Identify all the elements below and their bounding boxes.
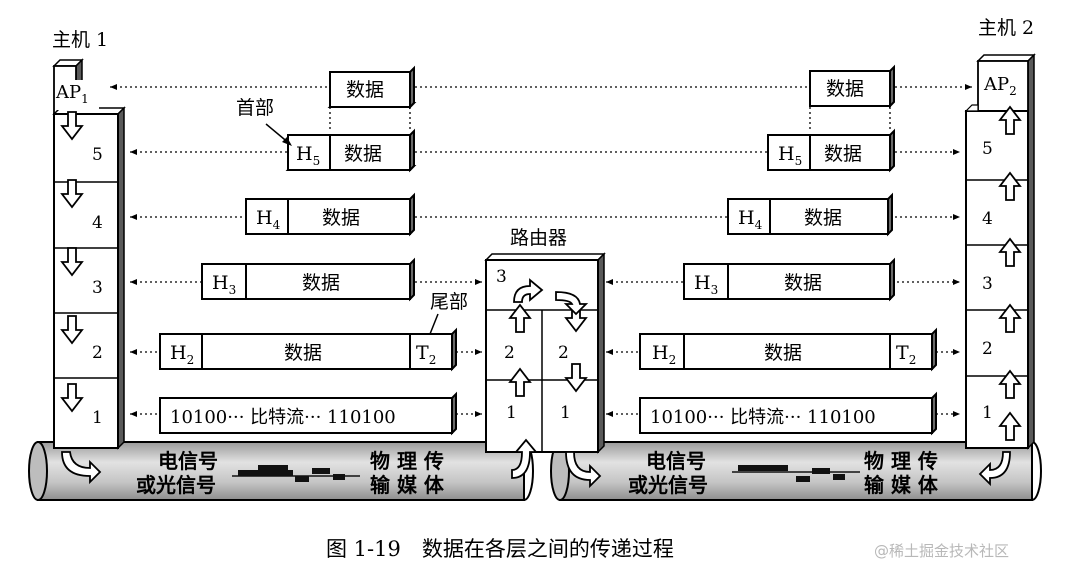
router-stack bbox=[484, 252, 606, 454]
left-l2-data: 数据 bbox=[284, 342, 322, 364]
right-h5: H5 bbox=[778, 143, 802, 168]
host1-title: 主机 1 bbox=[52, 29, 108, 51]
host2-layer-3: 3 bbox=[982, 274, 993, 294]
router-layer-1-left: 1 bbox=[506, 403, 517, 423]
dotted-line-arrowheads bbox=[110, 84, 972, 417]
host1-layer-3: 3 bbox=[92, 278, 103, 298]
signal-waveform-right bbox=[732, 465, 860, 482]
host2-ap-label: AP2 bbox=[983, 74, 1017, 98]
medium-label-left-line1: 物 理 传 bbox=[370, 449, 444, 473]
left-l5-data: 数据 bbox=[344, 143, 382, 165]
router-layer-1-right: 1 bbox=[560, 403, 571, 423]
host1-layer-2: 2 bbox=[92, 343, 103, 363]
watermark: @稀土掘金技术社区 bbox=[874, 542, 1009, 560]
header-pointer-head bbox=[282, 137, 292, 146]
right-l4-data: 数据 bbox=[804, 207, 842, 229]
host1-layer-4: 4 bbox=[92, 213, 103, 233]
right-h4: H4 bbox=[738, 207, 763, 232]
host2-stack bbox=[964, 53, 1036, 450]
host2-up-arrows bbox=[978, 106, 1021, 487]
router-title: 路由器 bbox=[510, 227, 567, 249]
peer-level-dotted-lines bbox=[110, 86, 972, 415]
host1-layer-1: 1 bbox=[92, 408, 103, 428]
right-h3: H3 bbox=[694, 272, 718, 297]
router-arrows bbox=[509, 278, 602, 489]
signal-label-right-line1: 电信号 bbox=[646, 449, 706, 473]
left-h5: H5 bbox=[296, 143, 320, 168]
router-layer-2-left: 2 bbox=[504, 343, 515, 363]
physical-medium-left bbox=[28, 441, 534, 501]
medium-label-right-line2: 输 媒 体 bbox=[864, 473, 939, 497]
header-label: 首部 bbox=[236, 97, 274, 119]
host1-exit-arrow-icon bbox=[61, 451, 102, 485]
left-h4: H4 bbox=[256, 207, 281, 232]
router-turn-right-icon bbox=[513, 278, 544, 303]
left-h3: H3 bbox=[212, 272, 236, 297]
left-bitstream: 10100··· 比特流··· 110100 bbox=[170, 407, 396, 428]
router-out-arrow-icon bbox=[565, 451, 602, 489]
left-l4-data: 数据 bbox=[322, 207, 360, 229]
host1-layer-5: 5 bbox=[92, 145, 103, 165]
host1-down-arrows bbox=[61, 111, 102, 485]
host2-layer-1: 1 bbox=[982, 403, 993, 423]
right-l5-data: 数据 bbox=[824, 143, 862, 165]
right-l3-data: 数据 bbox=[784, 272, 822, 294]
signal-waveform-left bbox=[232, 465, 360, 482]
router-turn-down-icon bbox=[555, 291, 589, 316]
host2-layer-4: 4 bbox=[982, 209, 993, 229]
figure-caption: 图 1-19 数据在各层之间的传递过程 bbox=[326, 537, 674, 561]
signal-label-left-line2: 或光信号 bbox=[136, 473, 216, 497]
right-ap-data: 数据 bbox=[826, 78, 864, 100]
signal-label-left-line1: 电信号 bbox=[158, 449, 218, 473]
right-t2: T2 bbox=[896, 342, 916, 367]
host1-stack bbox=[52, 58, 126, 450]
right-packets bbox=[639, 64, 937, 436]
left-t2: T2 bbox=[416, 342, 436, 367]
router-in-arrow-icon bbox=[511, 438, 538, 479]
host2-layer-2: 2 bbox=[982, 339, 993, 359]
host2-layer-5: 5 bbox=[982, 139, 993, 159]
trailer-pointer bbox=[429, 313, 439, 335]
signal-label-right-line2: 或光信号 bbox=[628, 473, 708, 497]
left-packets bbox=[159, 65, 457, 436]
left-l3-data: 数据 bbox=[302, 272, 340, 294]
physical-medium-right bbox=[550, 441, 1042, 501]
medium-label-left-line2: 输 媒 体 bbox=[370, 473, 445, 497]
host1-ap-label: AP1 bbox=[55, 82, 89, 106]
host2-title: 主机 2 bbox=[978, 17, 1034, 39]
right-bitstream: 10100··· 比特流··· 110100 bbox=[650, 407, 876, 428]
right-h2: H2 bbox=[652, 342, 676, 367]
right-l2-data: 数据 bbox=[764, 342, 802, 364]
router-layer-3: 3 bbox=[496, 267, 507, 287]
router-layer-2-right: 2 bbox=[558, 343, 569, 363]
left-h2: H2 bbox=[170, 342, 194, 367]
host2-enter-arrow-icon bbox=[978, 451, 1011, 487]
trailer-label: 尾部 bbox=[430, 291, 468, 313]
medium-label-right-line1: 物 理 传 bbox=[864, 449, 938, 473]
left-ap-data: 数据 bbox=[346, 79, 384, 101]
